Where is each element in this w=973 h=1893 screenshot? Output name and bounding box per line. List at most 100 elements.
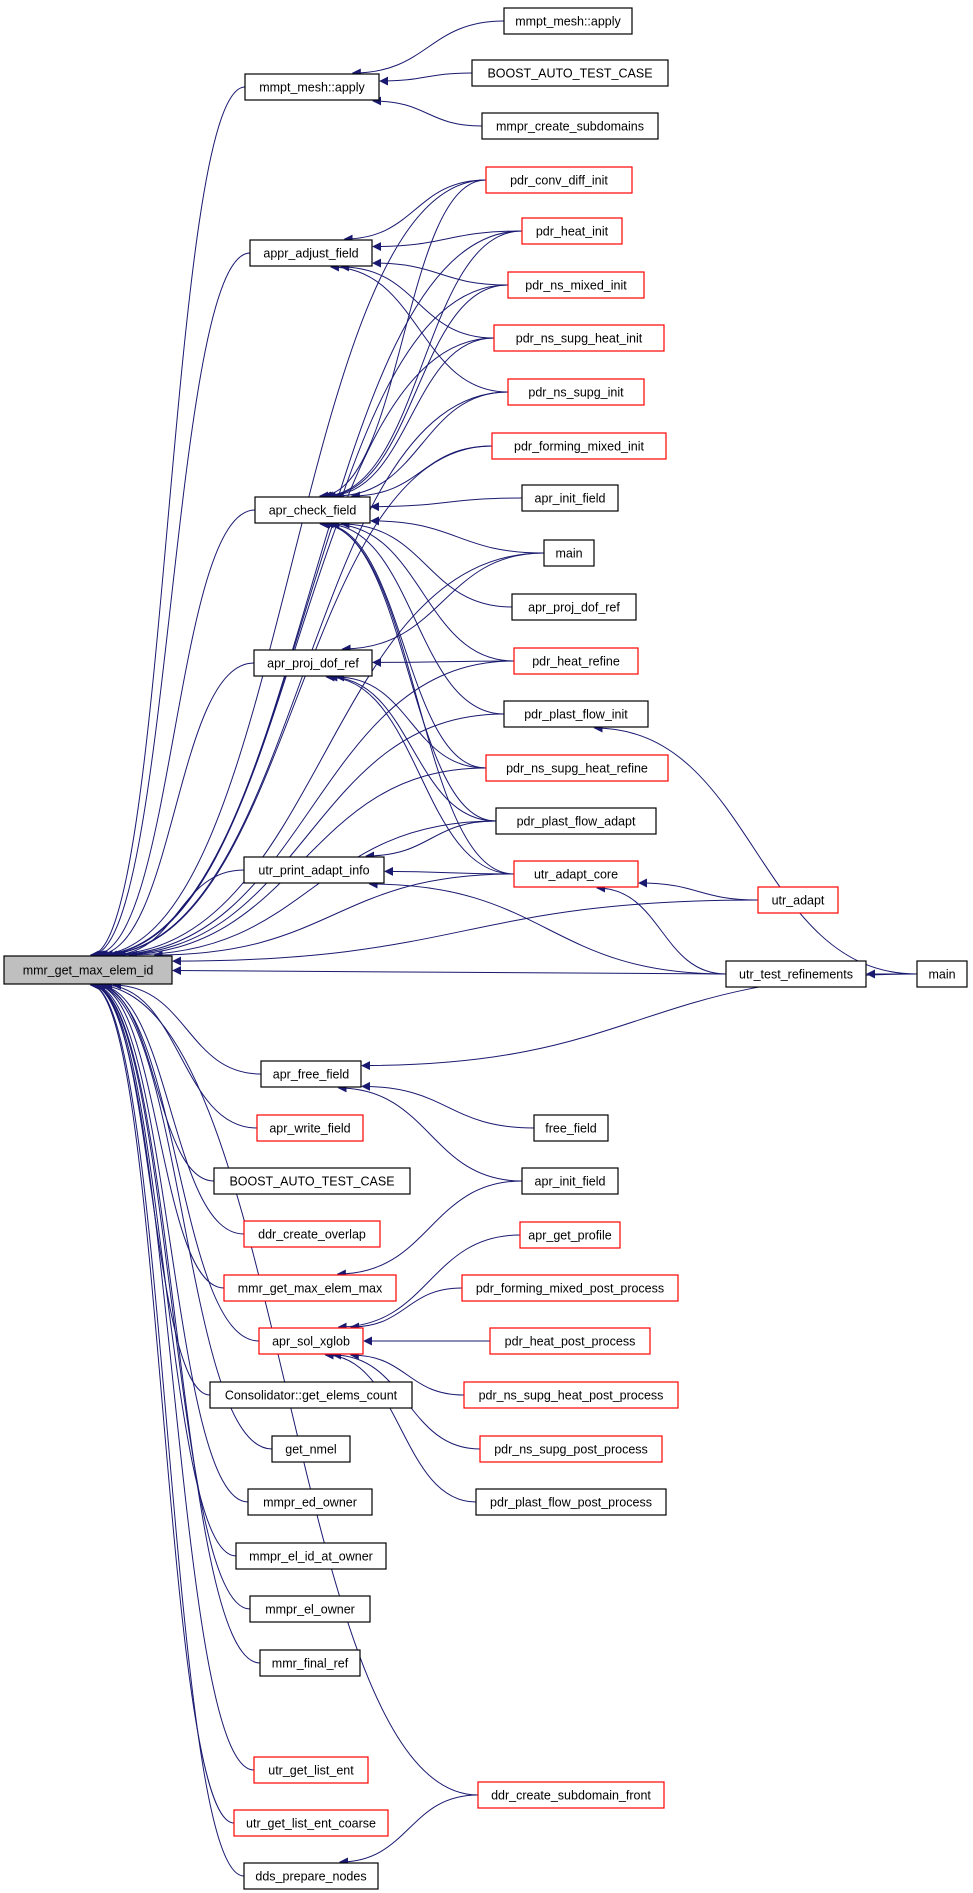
node-label-pdr_fmi: pdr_forming_mixed_init (514, 440, 644, 454)
node-label-free_f: free_field (545, 1122, 596, 1136)
node-box-utr_a (757, 886, 839, 914)
node-mm_apply[interactable]: mmpt_mesh::apply (244, 73, 380, 101)
node-mmr_gme[interactable]: mmr_get_max_elem_max (223, 1274, 397, 1302)
node-pdr_nshpp[interactable]: pdr_ns_supg_heat_post_process (463, 1381, 679, 1409)
node-pdr_fmi[interactable]: pdr_forming_mixed_init (491, 432, 667, 460)
node-appr_af[interactable]: appr_adjust_field (249, 239, 373, 267)
node-pdr_nspp[interactable]: pdr_ns_supg_post_process (479, 1435, 663, 1463)
node-pdr_nsi[interactable]: pdr_ns_supg_init (507, 378, 645, 406)
node-box-apr_wf (256, 1114, 364, 1142)
node-pdr_hpp[interactable]: pdr_heat_post_process (489, 1327, 651, 1355)
node-box-pdr_pfi (503, 700, 649, 728)
node-label-apr_ff: apr_free_field (273, 1068, 349, 1082)
node-label-pdr_nspp: pdr_ns_supg_post_process (494, 1443, 648, 1457)
node-label-main1: main (555, 547, 582, 561)
edge-apr_pdr-to-root (95, 662, 255, 960)
node-main2[interactable]: main (916, 960, 968, 988)
node-label-pdr_nshi: pdr_ns_supg_heat_init (516, 332, 643, 346)
node-mmpr_cs[interactable]: mmpr_create_subdomains (481, 112, 659, 140)
node-pdr_pfi[interactable]: pdr_plast_flow_init (503, 700, 649, 728)
node-apr_gp[interactable]: apr_get_profile (519, 1221, 621, 1249)
node-apr_wf[interactable]: apr_write_field (256, 1114, 364, 1142)
node-ddr_csf[interactable]: ddr_create_subdomain_front (477, 1781, 665, 1809)
node-pdr_nmi[interactable]: pdr_ns_mixed_init (507, 271, 645, 299)
node-utr_tr[interactable]: utr_test_refinements (725, 960, 867, 988)
node-box-ddr_csf (477, 1781, 665, 1809)
node-label-apr_wf: apr_write_field (269, 1122, 350, 1136)
node-label-pdr_hi: pdr_heat_init (536, 225, 609, 239)
node-pdr_cdi[interactable]: pdr_conv_diff_init (485, 166, 633, 194)
node-pdr_hi[interactable]: pdr_heat_init (521, 217, 623, 245)
node-label-utr_pai: utr_print_adapt_info (258, 864, 369, 878)
edge-utr_a-to-utr_ac (638, 878, 759, 901)
node-mmpr_eiao[interactable]: mmpr_el_id_at_owner (235, 1542, 387, 1570)
edge-main2-to-apr_ff (361, 973, 918, 1071)
node-label-pdr_hr: pdr_heat_refine (532, 655, 620, 669)
node-boost1[interactable]: BOOST_AUTO_TEST_CASE (471, 59, 669, 87)
node-pdr_fmpp[interactable]: pdr_forming_mixed_post_process (461, 1274, 679, 1302)
node-get_nmel[interactable]: get_nmel (271, 1435, 351, 1463)
edge-utr_tr-to-utr_pai (368, 879, 727, 975)
node-box-utr_ac (513, 860, 639, 888)
node-apr_if1[interactable]: apr_init_field (521, 484, 619, 512)
edge-get_nmel-to-root (92, 980, 273, 1450)
node-utr_gle[interactable]: utr_get_list_ent (253, 1756, 369, 1784)
node-box-get_nmel (271, 1435, 351, 1463)
node-mm_apply2[interactable]: mmpt_mesh::apply (503, 7, 633, 35)
node-main1[interactable]: main (543, 539, 595, 567)
edge-mmpr_eiao-to-root (90, 980, 237, 1557)
node-label-appr_af: appr_adjust_field (263, 247, 358, 261)
node-label-utr_ac: utr_adapt_core (534, 868, 618, 882)
node-apr_sx[interactable]: apr_sol_xglob (258, 1327, 364, 1355)
node-pdr_nshr[interactable]: pdr_ns_supg_heat_refine (485, 754, 669, 782)
node-box-boost2 (213, 1167, 411, 1195)
edge-dds_pn-to-root (89, 980, 245, 1877)
node-utr_ac[interactable]: utr_adapt_core (513, 860, 639, 888)
node-label-pdr_pfi: pdr_plast_flow_init (524, 708, 628, 722)
edge-ddr_co-to-root (95, 980, 245, 1235)
node-box-pdr_pfpp (475, 1488, 667, 1516)
node-apr_pdr[interactable]: apr_proj_dof_ref (253, 649, 373, 677)
edge-utr_a-to-root (172, 899, 759, 966)
edge-apr_ff-to-root (112, 980, 262, 1075)
node-utr_glec[interactable]: utr_get_list_ent_coarse (233, 1809, 389, 1837)
node-box-free_f (533, 1114, 609, 1142)
node-label-pdr_nmi: pdr_ns_mixed_init (525, 279, 627, 293)
node-box-appr_af (249, 239, 373, 267)
edge-apr_gp-to-apr_sx (337, 1234, 521, 1332)
edge-main1-to-apr_cf (370, 516, 545, 554)
node-pdr_pfa[interactable]: pdr_plast_flow_adapt (495, 807, 657, 835)
node-label-apr_pdr1: apr_proj_dof_ref (528, 601, 620, 615)
edge-main1-to-apr_pdr (341, 552, 545, 654)
node-apr_pdr1[interactable]: apr_proj_dof_ref (511, 593, 637, 621)
edge-pdr_nshi-to-apr_cf (326, 337, 495, 501)
edge-pdr_fmpp-to-apr_sx (349, 1287, 463, 1332)
node-pdr_hr[interactable]: pdr_heat_refine (513, 647, 639, 675)
node-root[interactable]: mmr_get_max_elem_id (3, 955, 173, 985)
node-free_f[interactable]: free_field (533, 1114, 609, 1142)
node-box-dds_pn (243, 1862, 379, 1890)
node-label-apr_cf: apr_check_field (269, 504, 357, 518)
node-apr_cf[interactable]: apr_check_field (254, 496, 371, 524)
edge-mm_apply2-to-mm_apply (351, 20, 505, 78)
node-cons_gec[interactable]: Consolidator::get_elems_count (209, 1381, 413, 1409)
node-apr_if2[interactable]: apr_init_field (521, 1167, 619, 1195)
node-label-utr_a: utr_adapt (772, 894, 825, 908)
node-pdr_pfpp[interactable]: pdr_plast_flow_post_process (475, 1488, 667, 1516)
node-apr_ff[interactable]: apr_free_field (260, 1060, 362, 1088)
node-boost2[interactable]: BOOST_AUTO_TEST_CASE (213, 1167, 411, 1195)
node-pdr_nshi[interactable]: pdr_ns_supg_heat_init (493, 324, 665, 352)
edge-apr_pdr1-to-apr_cf (340, 519, 513, 608)
edge-mmpr_eo-to-root (91, 980, 249, 1503)
node-mmpr_eo[interactable]: mmpr_ed_owner (247, 1488, 373, 1516)
node-box-apr_pdr1 (511, 593, 637, 621)
node-mmpr_elo[interactable]: mmpr_el_owner (249, 1595, 371, 1623)
node-utr_a[interactable]: utr_adapt (757, 886, 839, 914)
edge-pdr_hi-to-root (95, 230, 523, 960)
node-dds_pn[interactable]: dds_prepare_nodes (243, 1862, 379, 1890)
node-label-pdr_fmpp: pdr_forming_mixed_post_process (476, 1282, 664, 1296)
node-utr_pai[interactable]: utr_print_adapt_info (243, 856, 385, 884)
node-ddr_co[interactable]: ddr_create_overlap (243, 1220, 381, 1248)
node-label-mmpr_cs: mmpr_create_subdomains (496, 120, 644, 134)
node-mmr_fr[interactable]: mmr_final_ref (259, 1649, 361, 1677)
